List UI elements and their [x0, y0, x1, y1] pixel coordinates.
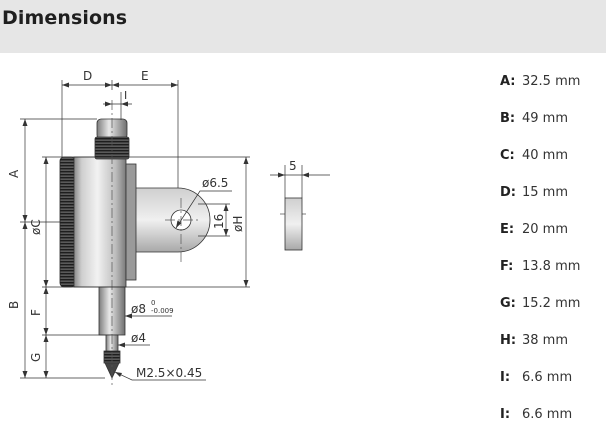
spec-key: A:: [500, 74, 516, 89]
spec-key: I:: [500, 370, 511, 385]
spec-key: B:: [500, 111, 516, 126]
label-a: A: [7, 169, 21, 178]
spec-value: 32.5 mm: [522, 74, 581, 89]
spec-row: G: 15.2 mm: [500, 295, 580, 313]
spec-row: B: 49 mm: [500, 110, 568, 128]
label-stem-tol-lower: -0.009: [151, 307, 174, 315]
dial-body: [73, 156, 127, 288]
label-b: B: [7, 301, 21, 309]
label-sixteen: 16: [212, 214, 226, 229]
spec-key: C:: [500, 148, 515, 163]
label-g: G: [29, 353, 43, 362]
spec-value: 49 mm: [522, 111, 569, 126]
spec-key: F:: [500, 259, 514, 274]
label-h: øH: [231, 216, 245, 232]
spec-value: 38 mm: [522, 333, 569, 348]
label-stem: ø8: [131, 302, 146, 316]
label-c: øC: [29, 219, 43, 235]
spec-value: 40 mm: [522, 148, 569, 163]
spec-value: 20 mm: [522, 222, 569, 237]
spec-key: G:: [500, 296, 516, 311]
spec-row: F: 13.8 mm: [500, 258, 580, 276]
spec-value: 6.6 mm: [522, 370, 573, 385]
spec-value: 13.8 mm: [522, 259, 581, 274]
label-five: 5: [289, 159, 297, 173]
dial-back: [125, 163, 137, 281]
label-stem-tol-upper: 0: [151, 299, 155, 307]
spec-key: H:: [500, 333, 517, 348]
label-i: I: [124, 89, 127, 102]
spec-row: I: 6.6 mm: [500, 406, 572, 424]
label-spindle: ø4: [131, 331, 146, 345]
spec-row: H: 38 mm: [500, 332, 568, 350]
label-hole: ø6.5: [202, 176, 228, 190]
spec-row: D: 15 mm: [500, 184, 568, 202]
spec-row: I: 6.6 mm: [500, 369, 572, 387]
spec-row: A: 32.5 mm: [500, 73, 580, 91]
bezel-knurl: [59, 156, 76, 288]
spec-key: I:: [500, 407, 511, 422]
spec-row: E: 20 mm: [500, 221, 568, 239]
spec-value: 15.2 mm: [522, 296, 581, 311]
spec-value: 6.6 mm: [522, 407, 573, 422]
section-title: Dimensions: [2, 7, 128, 29]
spec-key: E:: [500, 222, 515, 237]
lug-side-view: [284, 197, 303, 251]
section-header: Dimensions: [0, 0, 606, 53]
spec-key: D:: [500, 185, 516, 200]
spec-value: 15 mm: [522, 185, 569, 200]
label-d: D: [83, 69, 92, 83]
dimension-drawing: D E I ø6.5 ø8 0 -0.009 ø4 M2.5×0.45 5 A …: [7, 69, 330, 385]
spec-row: C: 40 mm: [500, 147, 568, 165]
label-e: E: [141, 69, 149, 83]
label-f: F: [29, 309, 43, 316]
label-thread: M2.5×0.45: [136, 366, 202, 380]
